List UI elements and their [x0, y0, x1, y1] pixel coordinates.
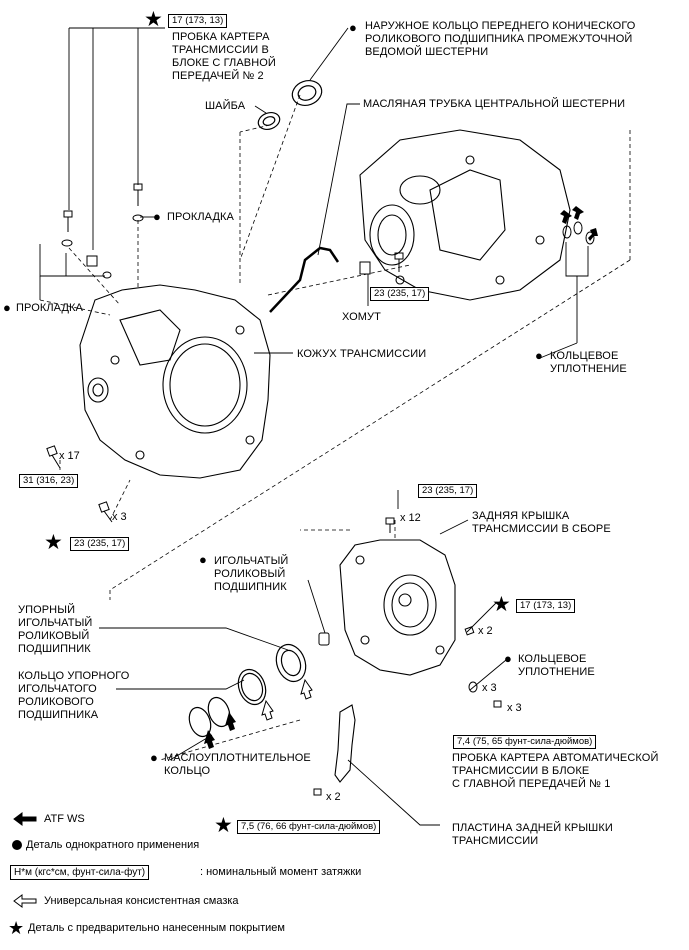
- legend-torque-desc: : номинальный момент затяжки: [200, 866, 362, 878]
- clamp-shape: [359, 252, 404, 275]
- torque-case-bolts-3: 23 (235, 17): [70, 537, 130, 551]
- transmission-case-shape: [79, 284, 271, 479]
- torque-plug-1: 17 (173, 13): [168, 14, 228, 28]
- label-gasket-left: ПРОКЛАДКА: [16, 302, 83, 314]
- rear-cover-plate-shape: [334, 704, 356, 783]
- legend-precoated: Деталь с предварительно нанесенным покры…: [28, 922, 285, 934]
- precoated-star-icon: ★: [492, 593, 511, 616]
- legend-single-use: Деталь однократного применения: [26, 839, 200, 851]
- single-use-dot-icon: ●: [153, 209, 161, 224]
- torque-cover-bolts-12: 23 (235, 17): [418, 484, 478, 498]
- precoated-star-icon: ★: [44, 531, 63, 554]
- label-case: КОЖУХ ТРАНСМИССИИ: [297, 348, 427, 360]
- count-bolt-3: x 3: [507, 702, 522, 714]
- single-use-dot-icon: ●: [504, 651, 512, 666]
- torque-plug-2: 17 (173, 13): [516, 599, 576, 613]
- precoated-star-icon: ★: [8, 918, 25, 938]
- single-use-dot-icon: ●: [3, 300, 11, 315]
- case-bolts-shape: [46, 445, 395, 533]
- transmission-assembly-shape: [359, 129, 571, 301]
- lower-bolts-shape: [313, 626, 502, 796]
- grease-arrows: [261, 678, 313, 721]
- single-use-dot-icon: ●: [535, 348, 543, 363]
- count-plate-bolts: x 2: [326, 791, 341, 803]
- count-cover-bolts-12: x 12: [400, 512, 421, 524]
- count-plug-2: x 2: [478, 625, 493, 637]
- atf-arrows-upper: [560, 206, 598, 241]
- count-case-bolts-17: x 17: [59, 450, 80, 462]
- torque-plate-bolts: 7,5 (76, 66 фунт-сила-дюймов): [237, 820, 381, 834]
- precoated-star-icon: ★: [214, 814, 233, 837]
- legend-symbols: [12, 812, 37, 908]
- single-use-dot-icon: ●: [349, 20, 357, 35]
- needle-bearing-shape: [318, 632, 330, 646]
- torque-case-bolts-17: 31 (316, 23): [19, 474, 79, 488]
- label-oil-pipe: МАСЛЯНАЯ ТРУБКА ЦЕНТРАЛЬНОЙ ШЕСТЕРНИ: [363, 98, 626, 110]
- single-use-dot-icon: ●: [199, 552, 207, 567]
- precoated-star-icon: ★: [144, 8, 163, 31]
- atf-arrows-lower: [204, 712, 236, 749]
- bolt-group-top: [61, 183, 144, 279]
- washer-rings: [257, 80, 323, 131]
- count-case-bolts-3: x 3: [112, 511, 127, 523]
- legend-torque-box: Н*м (кгс*см, фунт-сила-фут): [10, 865, 150, 880]
- single-use-dot-icon: ●: [150, 750, 158, 765]
- o-rings-upper-shape: [562, 221, 595, 245]
- oil-pipe-shape: [269, 246, 340, 313]
- label-washer: ШАЙБА: [205, 100, 246, 112]
- torque-bolt-3: 7,4 (75, 65 фунт-сила-дюймов): [453, 735, 597, 749]
- legend-atf: ATF WS: [44, 813, 85, 825]
- label-clamp: ХОМУТ: [342, 311, 381, 323]
- thrust-parts-shape: [188, 643, 307, 738]
- count-o-ring-2: x 3: [482, 682, 497, 694]
- label-gasket-right: ПРОКЛАДКА: [167, 211, 234, 223]
- rear-cover-shape: [339, 539, 456, 676]
- torque-clamp-bolt: 23 (235, 17): [370, 287, 430, 301]
- legend-grease: Универсальная консистентная смазка: [44, 895, 239, 907]
